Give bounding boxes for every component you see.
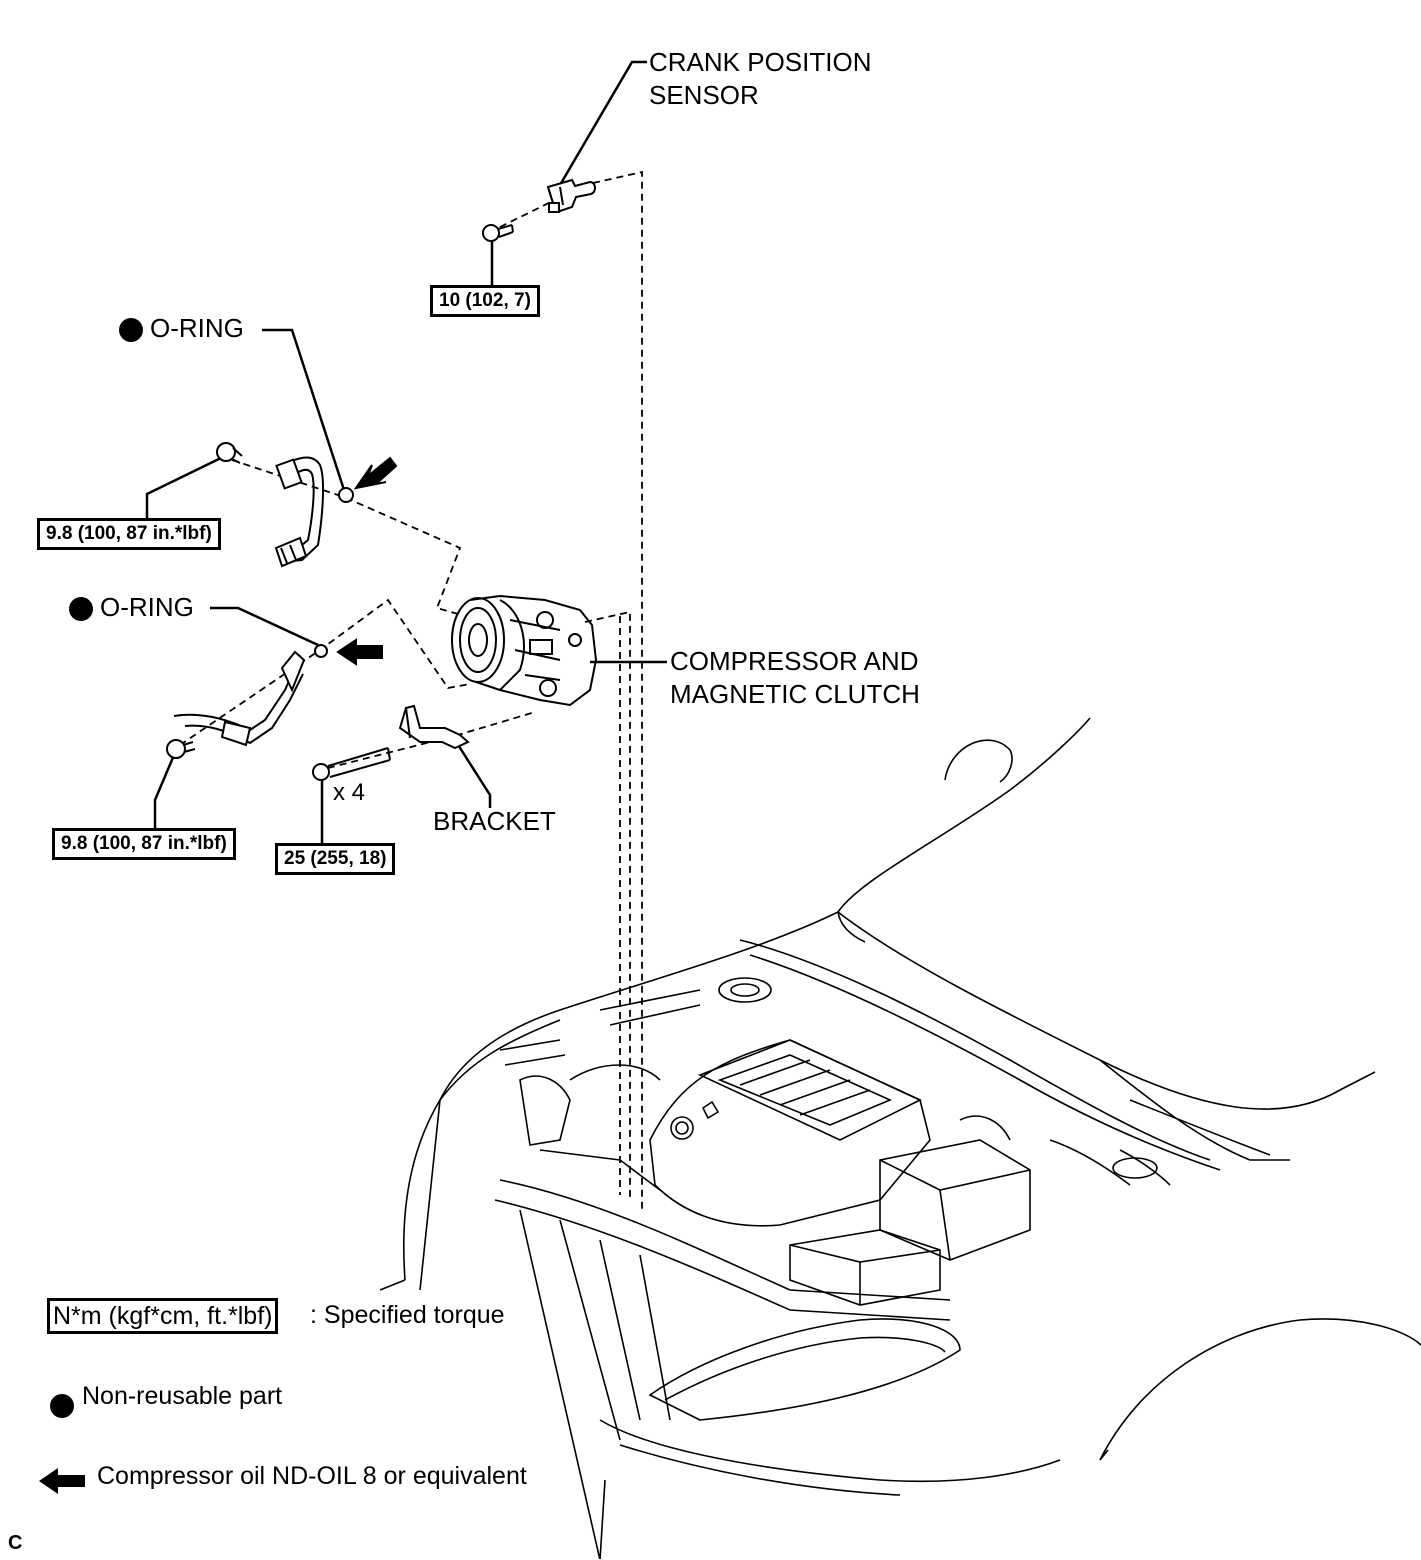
lower-oring-part: [314, 644, 328, 658]
crank-sensor-label-line1: CRANK POSITION: [649, 47, 872, 77]
bolt-count-label: x 4: [333, 779, 366, 806]
leader-lower-hose-bolt: [153, 747, 179, 835]
torque-lower-hose-bolt: 9.8 (100, 87 in.*lbf): [52, 828, 236, 860]
oil-arrow-upper: [353, 456, 398, 490]
upper-hose-bolt: [216, 442, 243, 464]
compressor-magnetic-clutch: [451, 594, 598, 707]
corner-code: C: [8, 1532, 23, 1554]
vehicle-outline: [379, 717, 1421, 1559]
leader-oring-lower: [210, 606, 319, 647]
leader-upper-hose-bolt: [145, 454, 226, 520]
leader-bracket: [453, 739, 492, 808]
legend-non-reusable-dot: [50, 1394, 74, 1418]
leader-oring-upper: [262, 328, 347, 494]
dash-compressor-to-engine-a: [584, 610, 631, 1200]
dash-lower-hose: [179, 598, 471, 746]
legend-torque-box: N*m (kgf*cm, ft.*lbf): [47, 1298, 279, 1334]
torque-crank-sensor-bolt: 10 (102, 7): [430, 285, 540, 317]
oring-upper-label: O-RING: [150, 313, 244, 343]
non-reusable-dot-lower: [69, 597, 93, 621]
torque-bracket-bolts: 25 (255, 18): [275, 843, 396, 875]
lower-hose-bolt: [166, 739, 196, 759]
compressor-label-line2: MAGNETIC CLUTCH: [670, 679, 920, 709]
bracket-label: BRACKET: [433, 806, 556, 836]
oil-arrow-lower: [336, 638, 383, 666]
bracket-bolt: [312, 747, 391, 781]
legend-torque-desc: : Specified torque: [310, 1301, 505, 1329]
non-reusable-dot-upper: [119, 318, 143, 342]
legend-compressor-oil-text: Compressor oil ND-OIL 8 or equivalent: [97, 1462, 527, 1490]
dash-sensor-to-engine: [592, 170, 643, 1212]
oring-lower-label: O-RING: [100, 592, 194, 622]
bracket-part: [398, 704, 470, 750]
legend-oil-arrow-icon: [39, 1468, 85, 1494]
legend-non-reusable-text: Non-reusable part: [82, 1382, 283, 1410]
crank-position-sensor: [546, 178, 596, 214]
compressor-label-line1: COMPRESSOR AND: [670, 646, 919, 676]
leader-crank-sensor: [558, 60, 647, 186]
crank-sensor-bolt: [482, 224, 514, 242]
crank-sensor-label-line2: SENSOR: [649, 80, 759, 110]
torque-upper-hose-bolt: 9.8 (100, 87 in.*lbf): [37, 518, 221, 550]
leader-lines: [145, 60, 667, 845]
upper-oring-part: [338, 487, 354, 503]
dashed-assembly-lines: [179, 170, 643, 1212]
dash-upper-hose: [231, 459, 462, 615]
lower-suction-hose: [173, 644, 328, 747]
upper-discharge-hose: [274, 456, 354, 568]
